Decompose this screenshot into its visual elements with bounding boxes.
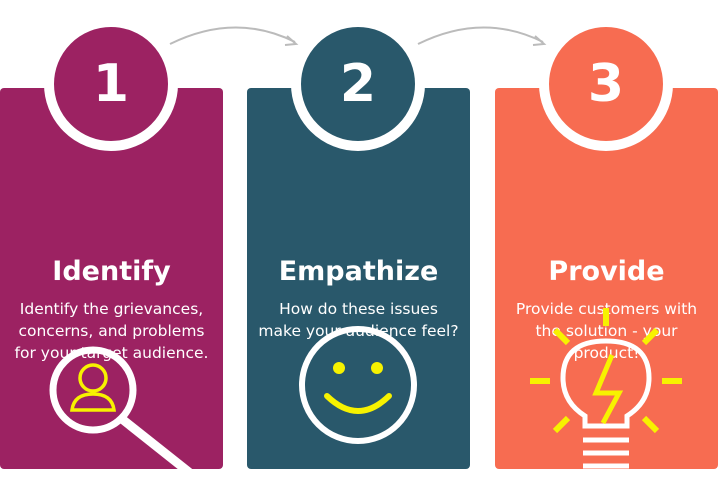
lightbulb-icon [530, 308, 682, 469]
step-card-provide: Provide Provide customers with the solut… [495, 88, 718, 469]
step-description: Identify the grievances, concerns, and p… [14, 300, 209, 362]
step-title: Provide [548, 256, 665, 287]
step-card-identify: Identify Identify the grievances, concer… [0, 88, 223, 469]
step-number-badge: 2 [291, 17, 425, 151]
step-number-badge: 1 [44, 17, 178, 151]
step-title: Identify [52, 256, 171, 287]
step-card-empathize: Empathize How do these issues make your … [247, 88, 470, 469]
step-number-badge: 3 [539, 17, 673, 151]
smiley-face-icon [299, 326, 417, 444]
step-title: Empathize [278, 256, 439, 287]
arrow-1-to-2-icon [169, 26, 299, 46]
magnifier-user-icon [49, 346, 193, 469]
arrow-2-to-3-icon [417, 26, 547, 46]
